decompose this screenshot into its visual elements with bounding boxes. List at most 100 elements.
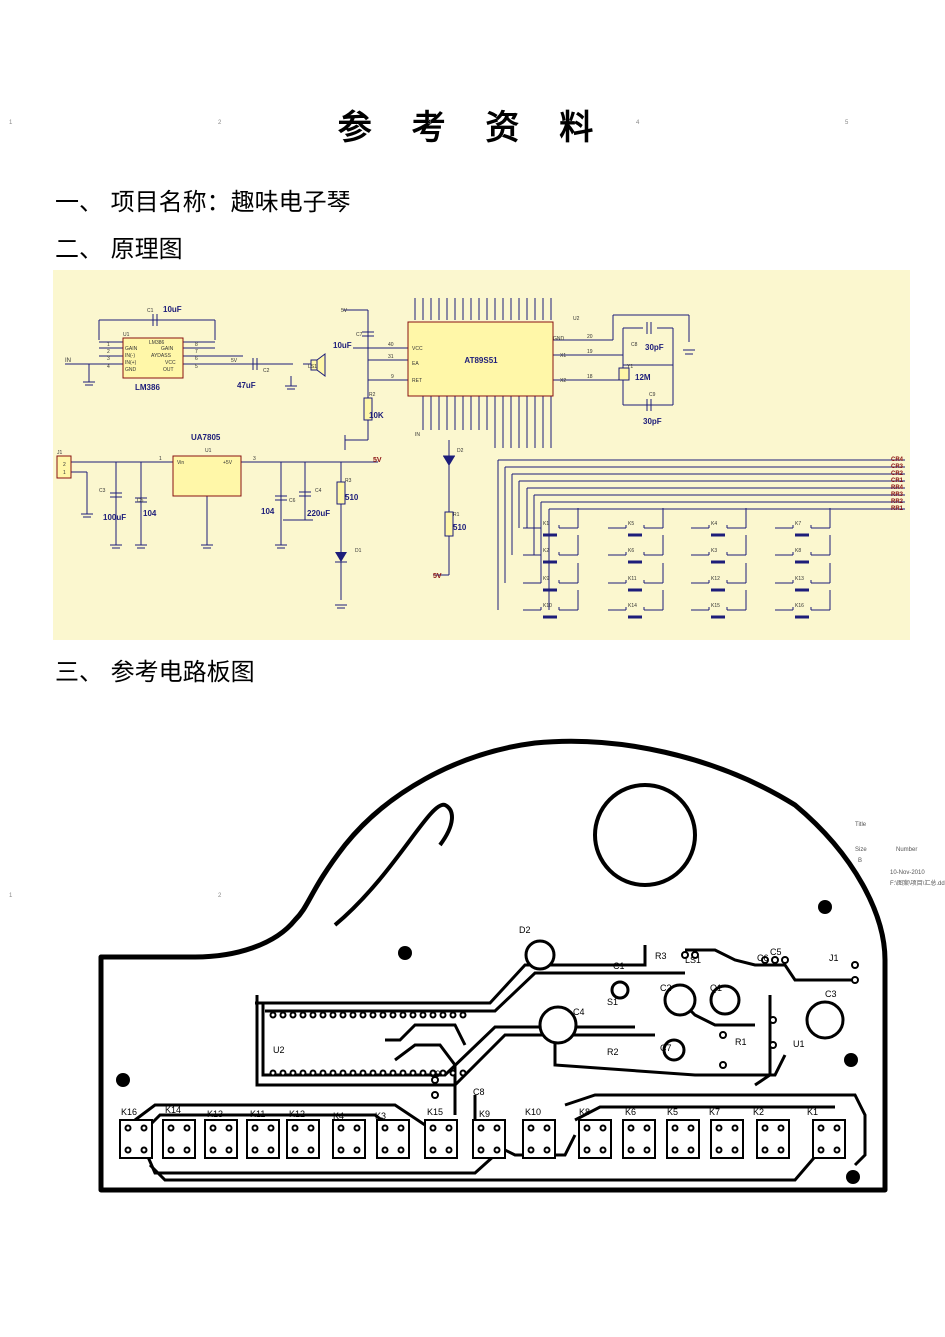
lm386-pin: VCC [165, 360, 176, 366]
pcb-pad [769, 1041, 777, 1049]
pcb-label: C4 [573, 1007, 585, 1017]
mcu-pin-num: 40 [388, 342, 394, 348]
lm386-pin-num: 6 [195, 356, 198, 362]
key-label: K12 [711, 576, 720, 582]
pcb-pad [761, 1124, 769, 1132]
pcb-pad [124, 1146, 132, 1154]
pcb-label: K15 [427, 1107, 443, 1117]
pcb-pad [267, 1124, 275, 1132]
pcb-pad [777, 1146, 785, 1154]
pcb-label: K2 [753, 1107, 764, 1117]
pcb-notch [333, 802, 454, 927]
pcb-label: Q1 [710, 983, 722, 993]
pcb-label: K11 [250, 1109, 265, 1119]
key-label: K14 [628, 603, 637, 609]
pcb-key-footprint [756, 1119, 790, 1159]
mounting-hole [818, 900, 832, 914]
page-title: 参 考 资 料 [337, 108, 608, 148]
pcb-pads [119, 939, 859, 1159]
lm386-pin-num: 1 [107, 342, 110, 348]
pcb-key-footprint [812, 1119, 846, 1159]
mcu-pin-num: 31 [388, 354, 394, 360]
tb-file: F:\图案\项目\汇总.ddb [890, 881, 945, 887]
pcb-ic-pad [279, 1069, 287, 1077]
reg-ref: U1 [205, 448, 212, 454]
lm386-ref: U1 [123, 332, 130, 338]
pcb-label: U2 [273, 1045, 285, 1055]
key-switch: K8 [775, 535, 831, 564]
c1-value: 10uF [163, 305, 182, 314]
lm386-pin-num: 7 [195, 349, 198, 355]
bus-label: CR3 [891, 464, 904, 470]
ls1-label: LS1 [308, 364, 317, 370]
pcb-key-footprint [622, 1119, 656, 1159]
pcb-pad [477, 1146, 485, 1154]
pcb-label: C1 [613, 961, 625, 971]
mounting-hole [116, 1073, 130, 1087]
pcb-pad [851, 976, 859, 984]
pcb-pad [445, 1124, 453, 1132]
pcb-ic-pad [409, 1011, 417, 1019]
pcb-label: K16 [121, 1107, 137, 1117]
d1-label: D1 [355, 548, 362, 554]
key-label: K9 [543, 576, 549, 582]
mcu-pin-num: 9 [391, 374, 394, 380]
lm386-pin: OUT [163, 367, 174, 373]
pcb-label: C2 [660, 983, 672, 993]
mcu-pin-num: 20 [587, 334, 593, 340]
pcb-pad [477, 1124, 485, 1132]
pcb-ic-pad [329, 1011, 337, 1019]
pcb-pad [627, 1124, 635, 1132]
c8-value: 30pF [645, 343, 664, 352]
pcb-ic-pad [369, 1011, 377, 1019]
key-label: K5 [628, 521, 634, 527]
five-v-label: 5V [231, 358, 238, 364]
pcb-ic-pad [319, 1069, 327, 1077]
lm386-pin-num: 8 [195, 342, 198, 348]
pcb-pad [731, 1146, 739, 1154]
pcb-component-footprint [709, 984, 741, 1016]
reg-vin: Vin [177, 460, 184, 466]
pcb-pad [397, 1146, 405, 1154]
pcb-ic-pad [379, 1069, 387, 1077]
pcb-ic-pad [289, 1069, 297, 1077]
key-switch: K4 [691, 508, 747, 537]
ruler-mark: 1 [9, 893, 13, 899]
c9-value: 30pF [643, 417, 662, 426]
mcu-ref: U2 [573, 316, 580, 322]
pcb-pad [183, 1146, 191, 1154]
pcb-pad [353, 1146, 361, 1154]
pcb-pad [307, 1146, 315, 1154]
key-switch: K2 [523, 535, 579, 564]
pcb-ic-pad [359, 1011, 367, 1019]
lm386-pin: IN(+) [125, 360, 137, 366]
mcu-pin: X1 [560, 353, 566, 359]
mounting-hole [398, 946, 412, 960]
pcb-ic-pad [449, 1011, 457, 1019]
pcb-pad [671, 1124, 679, 1132]
bus-label: RR3 [891, 492, 904, 498]
key-switch: K16 [775, 590, 831, 619]
pcb-pad [777, 1124, 785, 1132]
pcb-pad [687, 1146, 695, 1154]
pcb-ic-pad [309, 1069, 317, 1077]
pcb-pad [643, 1124, 651, 1132]
key-label: K11 [628, 576, 637, 582]
key-label: K7 [795, 521, 801, 527]
pcb-pad [781, 956, 789, 964]
c2-value: 47uF [237, 381, 256, 390]
key-switch: K6 [608, 535, 664, 564]
pcb-pad [851, 961, 859, 969]
pcb-label: R1 [735, 1037, 747, 1047]
pcb-ic-pad [429, 1011, 437, 1019]
lm386-pin-num: 2 [107, 349, 110, 355]
pcb-ic-pad [459, 1069, 467, 1077]
pcb-label: C6 [757, 953, 769, 963]
pcb-ic-pad [339, 1069, 347, 1077]
bus-label: RR4 [891, 485, 904, 491]
j1-pin: 2 [63, 462, 66, 468]
pcb-ic-pad [439, 1069, 447, 1077]
pcb-label: C9 [429, 1069, 441, 1079]
pcb-label: K6 [625, 1107, 636, 1117]
